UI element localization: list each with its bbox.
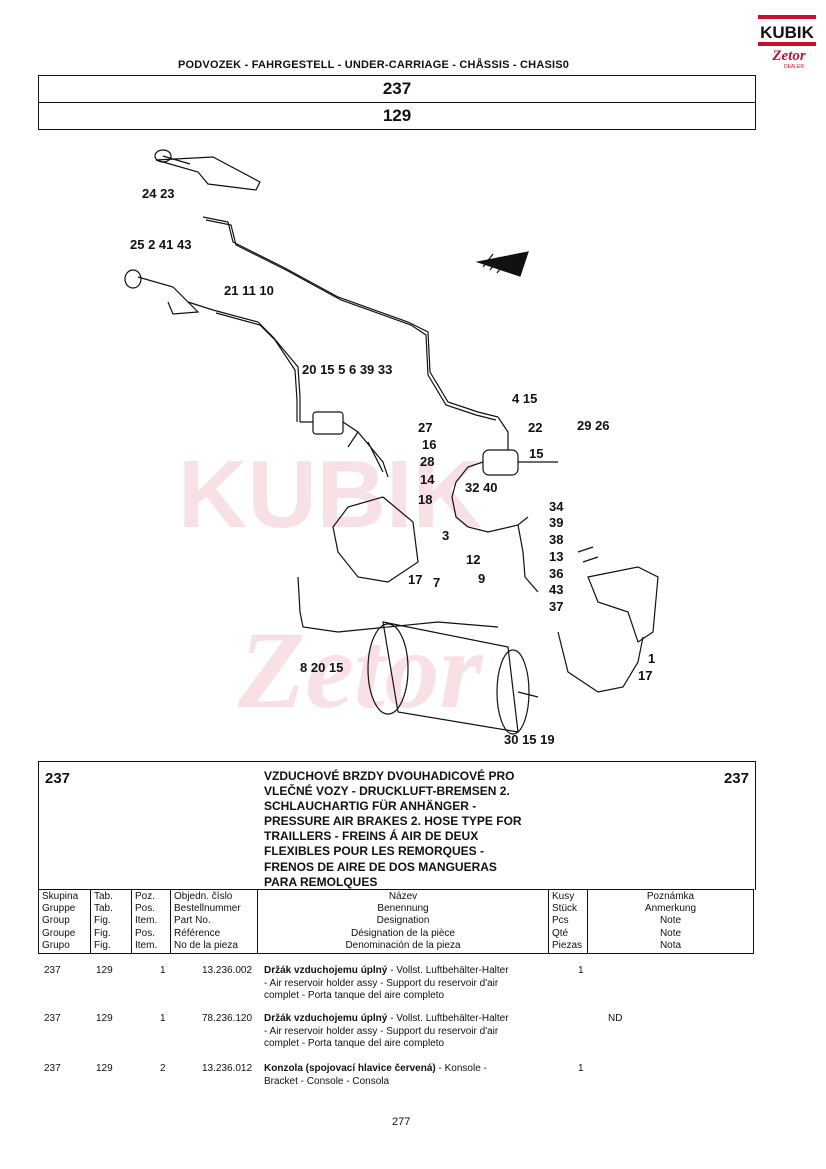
title-line: VZDUCHOVÉ BRZDY DVOUHADICOVÉ PRO	[264, 769, 515, 783]
callout-18: 18	[418, 492, 432, 507]
callout-38: 38	[549, 532, 563, 547]
col-pos: Poz.Pos.Item.Pos.Item.	[131, 888, 171, 955]
callout-22: 22	[528, 420, 542, 435]
row-name: Konzola (spojovací hlavice červená) - Ko…	[264, 1063, 487, 1087]
callout-15: 15	[529, 446, 543, 461]
callout-39: 39	[549, 515, 563, 530]
callout-8-20-15: 8 20 15	[300, 660, 343, 675]
row-group: 237	[44, 1063, 61, 1074]
callout-17a: 17	[408, 572, 422, 587]
page-number: 277	[392, 1116, 411, 1128]
row-partno: 78.236.120	[202, 1013, 253, 1024]
callout-9: 9	[478, 571, 485, 586]
callout-29-26: 29 26	[577, 418, 610, 433]
callout-17b: 17	[638, 668, 652, 683]
row-pos: 1	[160, 965, 166, 976]
callout-14: 14	[420, 472, 435, 487]
row-pos: 2	[160, 1063, 166, 1074]
figure-number: 129	[39, 102, 755, 129]
callout-24-23: 24 23	[142, 186, 175, 201]
group-right: 237	[723, 770, 749, 787]
row-tab: 129	[96, 1013, 113, 1024]
callout-34: 34	[549, 499, 564, 514]
row-group: 237	[44, 965, 61, 976]
row-name: Držák vzduchojemu úplný - Vollst. Luftbe…	[264, 965, 509, 1001]
logo-sub2-text: DEALER	[784, 64, 804, 70]
col-tab: Tab.Tab.Fig.Fig.Fig.	[90, 888, 132, 955]
section-heading: PODVOZEK - FAHRGESTELL - UNDER-CARRIAGE …	[178, 59, 570, 71]
callout-43: 43	[549, 582, 563, 597]
group-figure-box: 237 129	[38, 75, 756, 130]
callout-3: 3	[442, 528, 449, 543]
row-tab: 129	[96, 1063, 113, 1074]
callout-20-15-5-6-39-33: 20 15 5 6 39 33	[302, 362, 392, 377]
callout-16: 16	[422, 437, 436, 452]
title-line: TRAILLERS - FREINS Á AIR DE DEUX	[264, 829, 479, 844]
row-qty: 1	[578, 965, 584, 976]
callout-4-15: 4 15	[512, 391, 537, 406]
row-partno: 13.236.002	[202, 965, 253, 976]
title-line: VLEČNÉ VOZY - DRUCKLUFT-BREMSEN 2.	[264, 784, 510, 799]
row-note: ND	[608, 1013, 623, 1024]
callout-13: 13	[549, 549, 563, 564]
diagram-svg: KUBIK Zetor	[124, 149, 659, 747]
pipes	[124, 149, 659, 735]
logo-sub-text: Zetor	[771, 48, 805, 64]
row-group: 237	[44, 1013, 61, 1024]
callout-30-15-19: 30 15 19	[504, 732, 555, 747]
title-line: FRENOS DE AIRE DE DOS MANGUERAS	[264, 859, 497, 874]
row-qty: 1	[578, 1063, 584, 1074]
callout-32-40: 32 40	[465, 480, 498, 495]
group-left: 237	[45, 770, 71, 787]
title-line: PRESSURE AIR BRAKES 2. HOSE TYPE FOR	[264, 814, 522, 829]
brake-system-diagram: KUBIK Zetor	[38, 132, 754, 760]
callout-25-2-41-43: 25 2 41 43	[130, 237, 191, 252]
callout-1: 1	[648, 651, 655, 666]
svg-text:KUBIK: KUBIK	[178, 441, 482, 548]
row-partno: 13.236.012	[202, 1063, 253, 1074]
svg-text:Zetor: Zetor	[237, 609, 484, 731]
logo-brand-text: KUBIK	[760, 23, 815, 42]
title-line: SCHLAUCHARTIG FÜR ANHÄNGER -	[264, 799, 477, 814]
row-pos: 1	[160, 1013, 166, 1024]
description-box: 237 237 VZDUCHOVÉ BRZDY DVOUHADICOVÉ PRO…	[38, 761, 756, 890]
callouts: 24 23 25 2 41 43 21 11 10 20 15 5 6 39 3…	[130, 186, 655, 747]
title-line: PARA REMOLQUES	[264, 874, 378, 889]
row-name: Držák vzduchojemu úplný - Vollst. Luftbe…	[264, 1013, 509, 1049]
row-tab: 129	[96, 965, 113, 976]
title-description: VZDUCHOVÉ BRZDY DVOUHADICOVÉ PRO VLEČNÉ …	[264, 769, 522, 890]
callout-27: 27	[418, 420, 432, 435]
group-number: 237	[382, 79, 412, 98]
title-line: FLEXIBLES POUR LES REMORQUES -	[264, 844, 485, 859]
callout-21-11-10: 21 11 10	[224, 283, 274, 298]
callout-12: 12	[466, 552, 480, 567]
callout-28: 28	[420, 454, 434, 469]
callout-7: 7	[433, 575, 440, 590]
callout-37: 37	[549, 599, 563, 614]
kubik-zetor-logo: KUBIK Zetor DEALER	[756, 12, 818, 72]
callout-36: 36	[549, 566, 563, 581]
